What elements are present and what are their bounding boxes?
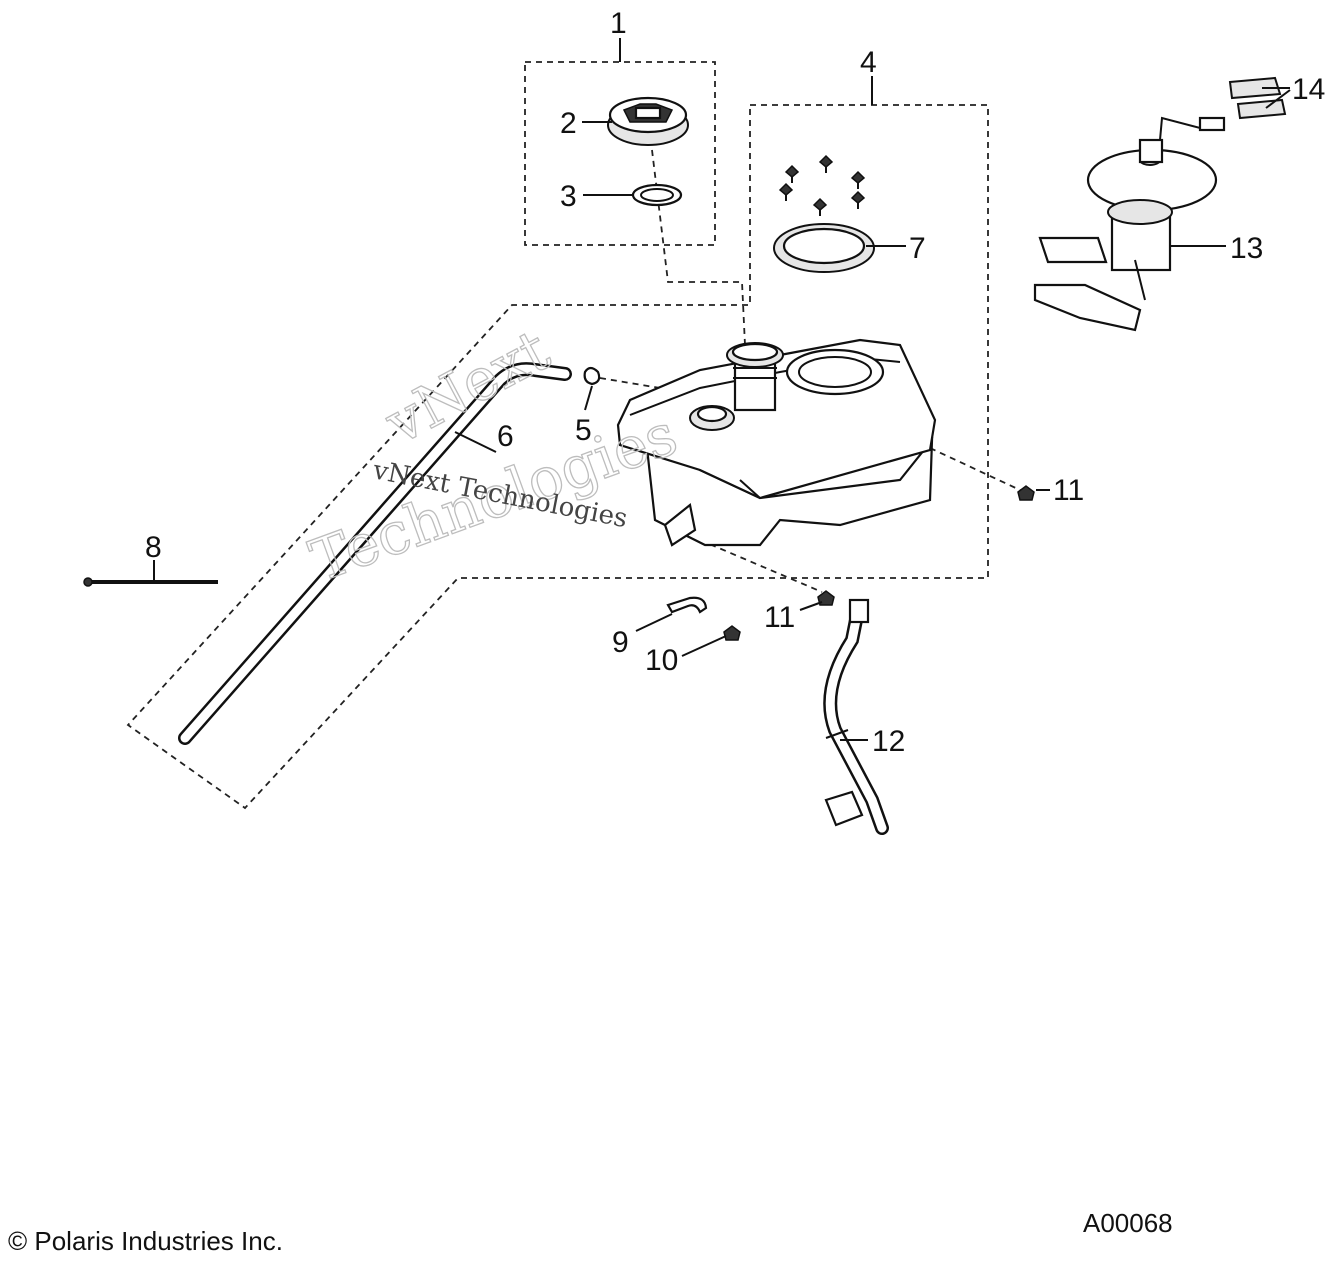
assembly-line-nut-right	[929, 447, 1021, 491]
callout-1: 1	[610, 7, 627, 40]
callout-12: 12	[872, 725, 905, 758]
callout-5: 5	[575, 414, 592, 447]
fuel-cap	[607, 96, 689, 146]
watermark: vNext Technologies vNext Technologies	[301, 315, 686, 596]
callout-11-right: 11	[1053, 474, 1084, 507]
nut-small	[723, 625, 741, 641]
warning-labels	[1228, 76, 1287, 120]
callouts: 1 2 3 4 5 6 7 8 9 10 11 11 12 13 14	[145, 7, 1325, 758]
callout-10: 10	[645, 644, 678, 677]
callout-2: 2	[560, 107, 577, 140]
assembly-line-nut-bottom	[699, 539, 823, 593]
vent-hose	[178, 362, 572, 745]
leader-lines	[153, 38, 1291, 741]
group-box-tank	[126, 104, 989, 810]
hose-clip	[666, 596, 708, 614]
callout-13: 13	[1230, 232, 1263, 265]
callout-7: 7	[909, 232, 926, 265]
screw-set	[778, 154, 866, 216]
fuel-line	[823, 598, 889, 835]
assembly-line-cap	[651, 149, 746, 346]
vent-clamp	[583, 366, 601, 386]
diagram-id: A00068	[1083, 1208, 1173, 1238]
callout-6: 6	[497, 420, 514, 453]
fuel-pump-assembly	[1033, 116, 1226, 332]
callout-4: 4	[860, 46, 877, 79]
copyright-notice: © Polaris Industries Inc.	[8, 1226, 283, 1256]
callout-14: 14	[1292, 73, 1325, 106]
group-box-cap	[524, 61, 716, 246]
fuel-tank	[616, 338, 937, 547]
pump-retaining-ring	[773, 223, 875, 273]
tank-nut-right	[1017, 485, 1035, 501]
cable-tie	[83, 577, 218, 587]
cap-gasket	[631, 183, 683, 207]
callout-11-bottom: 11	[764, 601, 795, 634]
assembly-line-gasket	[599, 377, 691, 394]
watermark-line1: vNext	[374, 316, 560, 458]
callout-9: 9	[612, 626, 629, 659]
callout-3: 3	[560, 180, 577, 213]
callout-8: 8	[145, 531, 162, 564]
